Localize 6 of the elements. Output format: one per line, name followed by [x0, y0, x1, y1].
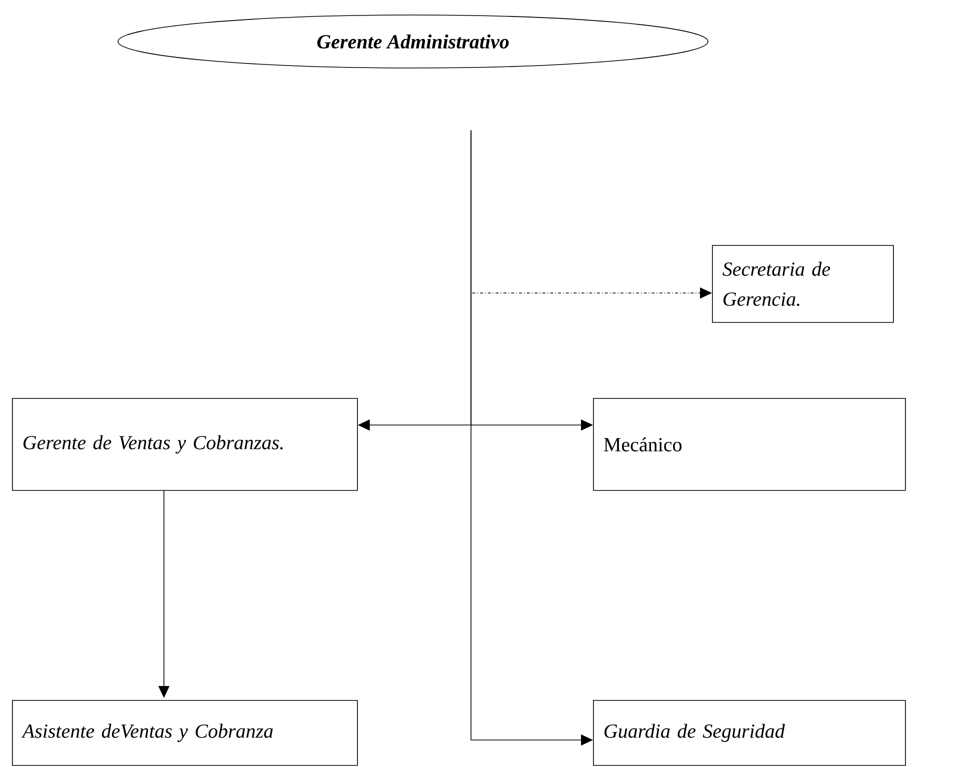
org-box: Secretaria de Gerencia.: [712, 245, 894, 323]
org-box: Guardia de Seguridad: [593, 700, 906, 766]
ellipse-node: Gerente Administrativo: [118, 14, 708, 68]
org-box: Asistente deVentas y Cobranza: [12, 700, 358, 766]
org-box: Mecánico: [593, 398, 906, 491]
org-box: Gerente de Ventas y Cobranzas.: [12, 398, 358, 491]
